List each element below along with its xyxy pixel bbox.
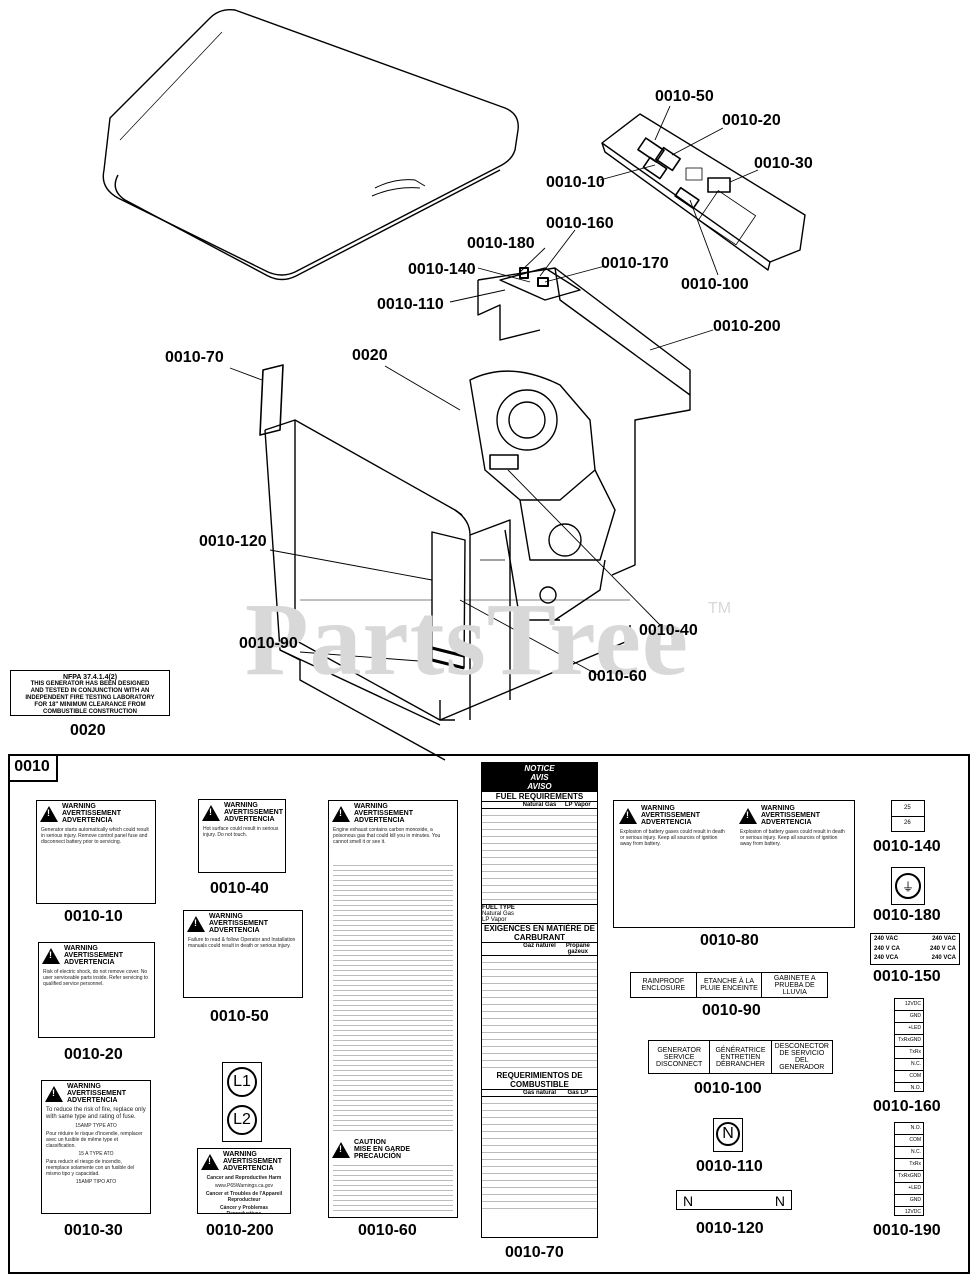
callout-0010-20: 0010-20: [722, 112, 781, 129]
part-label-0010-90: 0010-90: [702, 1002, 761, 1019]
warning-triangle-icon: [201, 1153, 219, 1170]
part-label-0010-140: 0010-140: [873, 838, 941, 855]
warning-triangle-icon: [332, 805, 350, 822]
part-label-0010-10: 0010-10: [64, 908, 123, 925]
callout-0010-140: 0010-140: [408, 261, 476, 278]
callout-0010-50: 0010-50: [655, 88, 714, 105]
decal-kit-frame: [8, 754, 970, 1274]
part-label-0010-40: 0010-40: [210, 880, 269, 897]
warning-triangle-icon: [202, 804, 220, 821]
leader-lines: [229, 105, 759, 676]
generator-enclosure: [259, 267, 691, 761]
part-label-0010-150: 0010-150: [873, 968, 941, 985]
callout-0010-180: 0010-180: [467, 235, 535, 252]
rear-control-panel: [601, 113, 806, 271]
callout-0010-170: 0010-170: [601, 255, 669, 272]
decal-0010-120: N N: [676, 1190, 792, 1210]
callout-0010-30: 0010-30: [754, 155, 813, 172]
callout-0010-90: 0010-90: [239, 635, 298, 652]
callout-0010-200: 0010-200: [713, 318, 781, 335]
part-label-0010-100: 0010-100: [694, 1080, 762, 1097]
decal-0010-170: L1 L2: [222, 1062, 262, 1142]
part-label-0010-120: 0010-120: [696, 1220, 764, 1237]
part-label-0010-160: 0010-160: [873, 1098, 941, 1115]
watermark: PartsTree: [245, 582, 690, 697]
warning-triangle-icon: [45, 1085, 63, 1102]
callout-0010-120: 0010-120: [199, 533, 267, 550]
part-label-0010-60: 0010-60: [358, 1222, 417, 1239]
part-label-0020: 0020: [70, 722, 106, 739]
neutral-symbol: N: [716, 1122, 740, 1146]
part-label-0010-180: 0010-180: [873, 907, 941, 924]
callout-0010-10: 0010-10: [546, 174, 605, 191]
warning-triangle-icon: [40, 805, 58, 822]
watermark-tm: TM: [708, 600, 732, 617]
part-label-0010-200: 0010-200: [206, 1222, 274, 1239]
nfpa-label: NFPA 37.4.1.4(2) THIS GENERATOR HAS BEEN…: [10, 670, 170, 716]
part-label-0010-110: 0010-110: [696, 1158, 763, 1175]
decal-0010-110: N: [713, 1118, 743, 1152]
callout-0010-70: 0010-70: [165, 349, 224, 366]
warning-triangle-icon: [42, 947, 60, 964]
l1-symbol: L1: [227, 1067, 257, 1097]
callout-0010-160: 0010-160: [546, 215, 614, 232]
callout-0020: 0020: [352, 347, 388, 364]
part-label-0010-70: 0010-70: [505, 1244, 564, 1261]
decal-0010-140: 25 26: [891, 800, 925, 832]
callout-0010-60: 0010-60: [588, 668, 647, 685]
decal-kit-tag: 0010: [8, 754, 58, 782]
callout-0010-110: 0010-110: [377, 296, 444, 313]
callout-0010-100: 0010-100: [681, 276, 749, 293]
decal-0010-180: ⏚: [891, 867, 925, 905]
part-label-0010-30: 0010-30: [64, 1222, 123, 1239]
part-label-0010-50: 0010-50: [210, 1008, 269, 1025]
warning-triangle-icon: [619, 807, 637, 824]
generator-lid: [102, 8, 519, 281]
part-label-0010-20: 0010-20: [64, 1046, 123, 1063]
ground-symbol-icon: ⏚: [895, 873, 921, 899]
part-label-0010-80: 0010-80: [700, 932, 759, 949]
warning-triangle-icon: [739, 807, 757, 824]
caution-triangle-icon: [332, 1141, 350, 1158]
l2-symbol: L2: [227, 1105, 257, 1135]
decal-0010-160: 12VDC GND +LED TxRxGND TxRx N.C. COM N.O…: [894, 998, 924, 1092]
decal-0010-190: N.O. COM N.C. TxRx TxRxGND +LED GND 12VD…: [894, 1122, 924, 1216]
part-label-0010-190: 0010-190: [873, 1222, 941, 1239]
callout-0010-40: 0010-40: [639, 622, 698, 639]
warning-triangle-icon: [187, 915, 205, 932]
